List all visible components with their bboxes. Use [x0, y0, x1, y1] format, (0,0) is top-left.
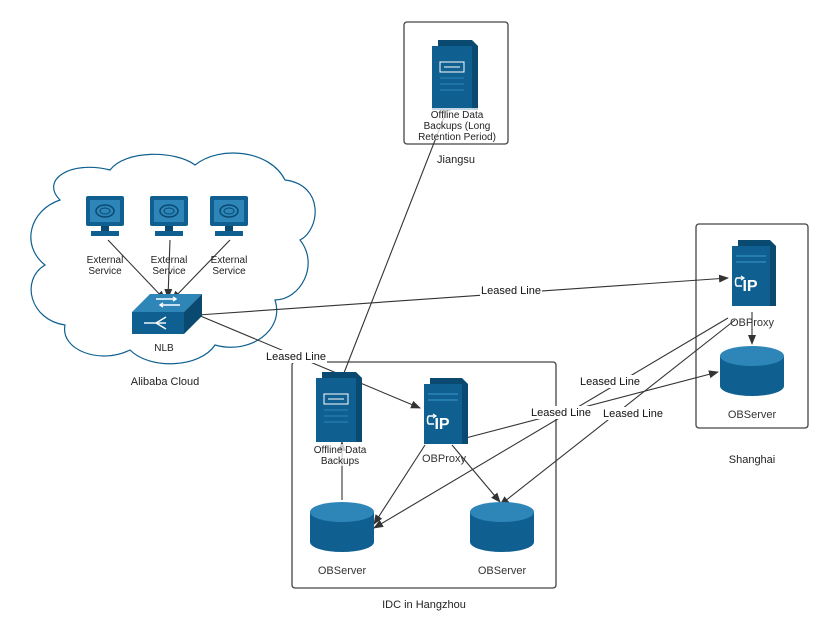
hangzhou-obproxy-ip-glyph: IP — [434, 416, 449, 433]
external-service-1-line2: Service — [88, 266, 122, 277]
region-title-shanghai: Shanghai — [729, 454, 776, 466]
edge-label-hz-sh-a: Leased Line — [580, 376, 640, 388]
server-icon — [431, 39, 479, 111]
external-service-1[interactable]: External Service — [85, 195, 125, 277]
hangzhou-backup-node[interactable]: Offline Data Backups — [308, 371, 376, 467]
database-icon — [470, 502, 534, 552]
external-service-3-line2: Service — [212, 266, 246, 277]
shanghai-observer-node[interactable]: OBServer — [720, 346, 784, 421]
shanghai-obproxy-label: OBProxy — [730, 317, 775, 329]
region-title-jiangsu: Jiangsu — [437, 154, 475, 166]
edge-sh-proxy-hz-server1 — [373, 317, 729, 529]
shanghai-obproxy-node[interactable]: IP OBProxy — [730, 239, 777, 329]
region-title-hangzhou: IDC in Hangzhou — [382, 599, 466, 611]
hangzhou-backup-line1: Offline Data — [314, 445, 367, 456]
edge-hz-backup-jiangsu — [341, 101, 451, 379]
database-icon — [310, 502, 374, 552]
external-service-2-line2: Service — [152, 266, 186, 277]
hangzhou-backup-line2: Backups — [321, 456, 359, 467]
database-icon — [720, 346, 784, 396]
ip-proxy-icon — [423, 377, 469, 445]
external-service-2-line1: External — [151, 255, 188, 266]
edge-label-nlb-hangzhou: Leased Line — [266, 351, 326, 363]
jiangsu-backup-line1: Offline Data — [431, 110, 484, 121]
edge-hz-proxy-server1 — [373, 444, 426, 525]
edge-label-nlb-shanghai: Leased Line — [481, 285, 541, 297]
server-icon — [315, 371, 363, 443]
external-service-1-line1: External — [87, 255, 124, 266]
jiangsu-backup-line3: Retention Period) — [418, 132, 496, 143]
hangzhou-observer-1-label: OBServer — [318, 565, 367, 577]
jiangsu-backup-node[interactable]: Offline Data Backups (Long Retention Per… — [418, 39, 498, 143]
shanghai-obproxy-ip-glyph: IP — [742, 278, 757, 295]
nlb-node[interactable]: NLB — [131, 293, 203, 354]
edge-label-hz-sh-b: Leased Line — [531, 407, 591, 419]
edge-label-hz-sh-c: Leased Line — [603, 408, 663, 420]
jiangsu-backup-line2: Backups (Long — [424, 121, 491, 132]
hangzhou-obproxy-node[interactable]: IP OBProxy — [422, 377, 469, 465]
edge-ext2-nlb — [164, 239, 173, 299]
hangzhou-observer-2-label: OBServer — [478, 565, 527, 577]
shanghai-observer-label: OBServer — [728, 409, 777, 421]
edge-ext3-nlb — [171, 239, 231, 301]
edge-ext1-nlb — [107, 239, 166, 301]
ip-proxy-icon — [731, 239, 777, 307]
hangzhou-observer-2-node[interactable]: OBServer — [470, 502, 534, 577]
hangzhou-obproxy-label: OBProxy — [422, 453, 467, 465]
hangzhou-observer-1-node[interactable]: OBServer — [310, 502, 374, 577]
region-title-alibaba: Alibaba Cloud — [131, 376, 200, 388]
nlb-label: NLB — [154, 343, 174, 354]
edge-hz-proxy-server2 — [451, 444, 501, 503]
external-service-3-line1: External — [211, 255, 248, 266]
edge-labels: Leased Line Leased Line Leased Line Leas… — [265, 284, 664, 420]
external-service-3[interactable]: External Service — [209, 195, 249, 277]
external-service-2[interactable]: External Service — [149, 195, 189, 277]
